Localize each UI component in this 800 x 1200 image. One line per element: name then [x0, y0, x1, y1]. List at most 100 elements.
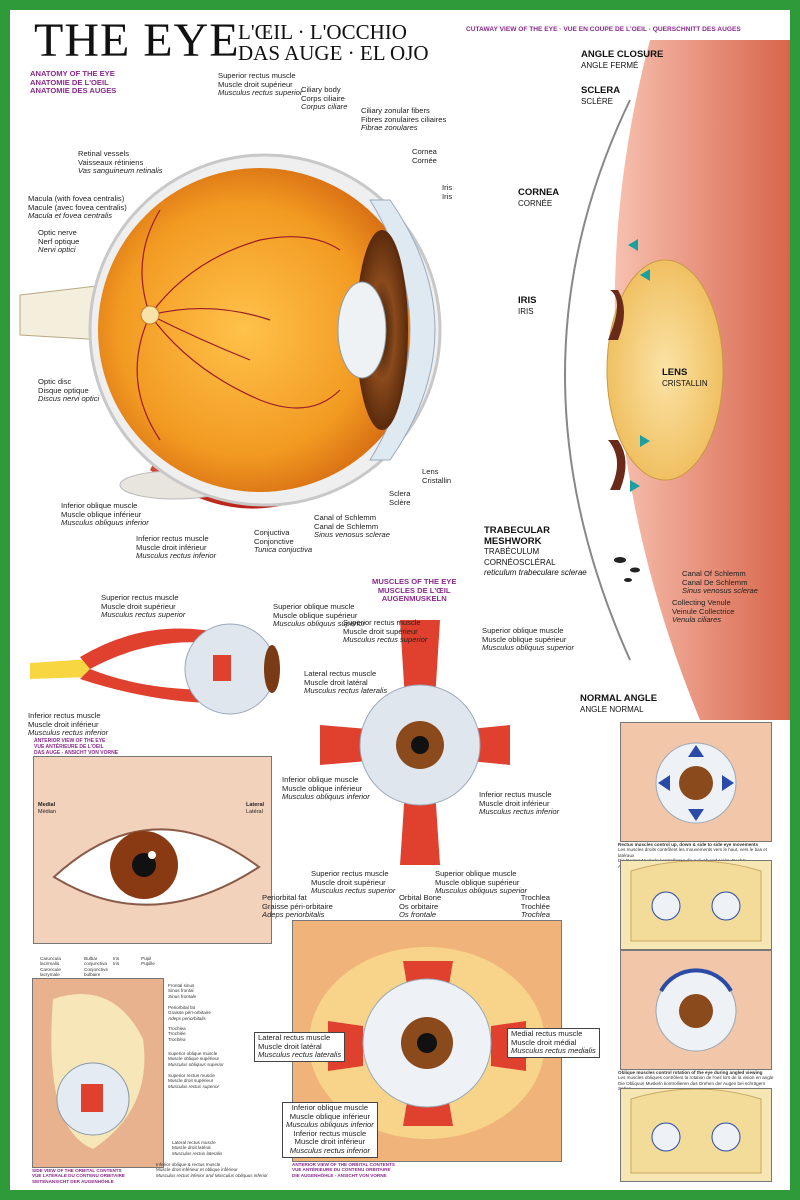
label-text: Iris [113, 961, 120, 967]
cutaway-iris-lower-shape [608, 440, 626, 490]
label-caruncula: Caruncula lacrimalis Caroncule lacrymale [40, 956, 61, 978]
title-line-1: L'ŒIL · L'OCCHIO [238, 20, 407, 44]
label-text: IRIS [518, 306, 534, 316]
label-lateral: Lateral Latéral [246, 802, 264, 815]
label-text: Musculus rectus superior [168, 1083, 220, 1089]
label-text: Periorbital fat [262, 893, 307, 902]
label-text: Trochlée [168, 1031, 186, 1037]
label-text: Inferior oblique & rectus muscle [156, 1162, 221, 1167]
label-text: Caroncule [40, 966, 61, 972]
label-text: Lens [422, 467, 439, 476]
label-text: Sinus venosus sclerae [682, 586, 758, 596]
label-orbital-bone: Orbital Bone Os orbitaire Os frontale [399, 893, 441, 920]
label-side-inferior-muscles: Inferior oblique & rectus muscle Muscle … [156, 1162, 268, 1178]
left-eyeball-shape [651, 891, 681, 921]
skull-top-illustration-2 [630, 1089, 762, 1174]
label-pupil: Pupil Pupille [141, 956, 155, 967]
caption-text: Les muscles droits contrôlent les mouvem… [618, 847, 768, 858]
label-side-superior-rectus: Superior rectus muscle Muscle droit supé… [101, 593, 185, 620]
label-text: Disque optique [38, 385, 89, 395]
anterior-eye-illustration [52, 828, 261, 906]
label-text: Tunica conjuctiva [254, 545, 313, 555]
label-text: Muscle droit supérieur [218, 79, 293, 89]
label-text: Ciliary zonular fibers [361, 106, 430, 115]
label-text: Iris [442, 183, 453, 192]
label-text: Trochlea [521, 910, 550, 920]
caption-text: Les muscles obliques contrôlent la rotat… [618, 1075, 774, 1081]
skull-top-view-panel-2 [620, 1088, 772, 1182]
label-text: Vas sanguineum retinalis [78, 166, 163, 176]
label-text: TRABECULAR [484, 525, 550, 536]
caption-text: ANTERIOR VIEW OF THE ORBITAL CONTENTS [292, 1162, 395, 1167]
label-trabecular-meshwork: TRABECULAR MESHWORK TRABÉCULUM CORNÉOSCL… [484, 525, 587, 579]
label-mx-superior-rectus: Superior rectus muscle Muscle droit supé… [343, 618, 428, 645]
label-text: CORNÉOSCLÉRAL [484, 557, 556, 567]
label-text: Musculus rectus superior [343, 635, 428, 645]
label-text: ANGLE FERMÉ [581, 60, 639, 70]
label-text: CORNEA [518, 187, 560, 198]
label-text: conjunctiva [84, 961, 107, 967]
label-front-trochlea: Trochlea Trochlée Trochlea [490, 893, 550, 920]
label-text: Musculus obliquus superior [168, 1061, 224, 1067]
label-text: Musculus rectus superior [218, 88, 303, 98]
label-text: Muscle droit supérieur [101, 601, 176, 611]
label-text: Nervi optici [38, 245, 76, 255]
label-text: Retinal vessels [78, 149, 130, 158]
anterior-pupil-shape [132, 853, 156, 877]
cutaway-lens-shape [606, 259, 724, 481]
label-text: CORNÉE [518, 198, 553, 208]
oblique-movement-illustration [655, 968, 737, 1052]
title-line-2: DAS AUGE · EL OJO [238, 41, 429, 65]
skull-top-illustration-1 [630, 861, 762, 942]
label-retinal-vessels: Retinal vessels Vaisseaux rétiniens Vas … [78, 149, 163, 176]
movement-arrows [658, 745, 734, 821]
orbital-side-caption: SIDE VIEW OF THE ORBITAL CONTENTS VUE LA… [32, 1168, 125, 1184]
label-optic-disc: Optic disc Disque optique Discus nervi o… [38, 377, 99, 404]
label-text: CRISTALLIN [662, 378, 708, 388]
label-text: Macula (with fovea centralis) [28, 194, 125, 203]
label-text: Canal Of Schlemm [682, 569, 746, 578]
label-text: Muscle oblique inférieur [289, 1111, 370, 1121]
label-text: Inferior rectus muscle [479, 790, 552, 799]
label-text: Musculus obliquus superior [435, 886, 528, 896]
anatomy-heading-en: ANATOMY OF THE EYE [30, 69, 115, 78]
label-ciliary-body: Ciliary body Corps ciliaire Corpus cilia… [301, 85, 347, 112]
label-text: Musculus rectus medialis [511, 1046, 596, 1056]
caption-text: VUE ANTÉRIEURE DU CONTENU ORBITAIRE [292, 1167, 391, 1173]
label-text: Pupille [141, 961, 155, 967]
label-text: Nerf optique [38, 236, 80, 246]
label-text: Fibres zonulaires ciliaires [361, 114, 447, 124]
label-text: Trochlea [168, 1036, 186, 1042]
label-text: Muscle oblique supérieur [168, 1056, 220, 1062]
eye-cross-section-illustration [19, 153, 442, 509]
label-cutaway-cornea: CORNEA CORNÉE [518, 187, 560, 209]
label-text: Superior rectus muscle [101, 593, 179, 602]
label-text: ANGLE CLOSURE [581, 49, 664, 60]
label-text: MESHWORK [484, 535, 542, 547]
label-text: Macule (avec fovea centralis) [28, 202, 127, 212]
label-text: Latéral [246, 808, 263, 815]
label-macula: Macula (with fovea centralis) Macule (av… [28, 194, 127, 221]
label-text: Muscle oblique inférieur [282, 783, 363, 793]
label-side-lateral-rectus: Lateral rectus muscle Muscle droit latér… [172, 1140, 222, 1156]
heading-text: VUE ANTÉRIEURE DE L'OEIL [34, 744, 104, 750]
label-superior-rectus: Superior rectus muscle Muscle droit supé… [218, 71, 303, 98]
label-text: Optic disc [38, 377, 72, 386]
eye-highlight-shape [148, 851, 156, 859]
label-conjunctiva: Conjuctiva Conjonctive Tunica conjuctiva [254, 528, 313, 555]
label-front-periorbital-fat: Periorbital fat Graisse péri-orbitaire A… [262, 893, 333, 920]
movement-iris [679, 766, 713, 800]
muscle-cross-superior [400, 620, 440, 700]
oblique-iris [679, 994, 713, 1028]
label-text: Conjonctive [254, 536, 294, 546]
label-front-superior-oblique: Superior oblique muscle Muscle oblique s… [435, 869, 528, 896]
lens-shape [337, 281, 387, 379]
label-text: NORMAL ANGLE [580, 693, 658, 704]
label-text: Collecting Venule [672, 598, 731, 607]
label-sclera: Sclera Sclère [389, 489, 411, 507]
label-canal-of-schlemm: Canal of Schlemm Canal de Schlemm Sinus … [314, 513, 390, 540]
rectus-movement-illustration [655, 742, 737, 824]
label-text: Musculus obliquus superior [273, 619, 366, 629]
label-cutaway-iris: IRIS IRIS [518, 295, 536, 317]
label-text: Venula ciliares [672, 615, 722, 625]
